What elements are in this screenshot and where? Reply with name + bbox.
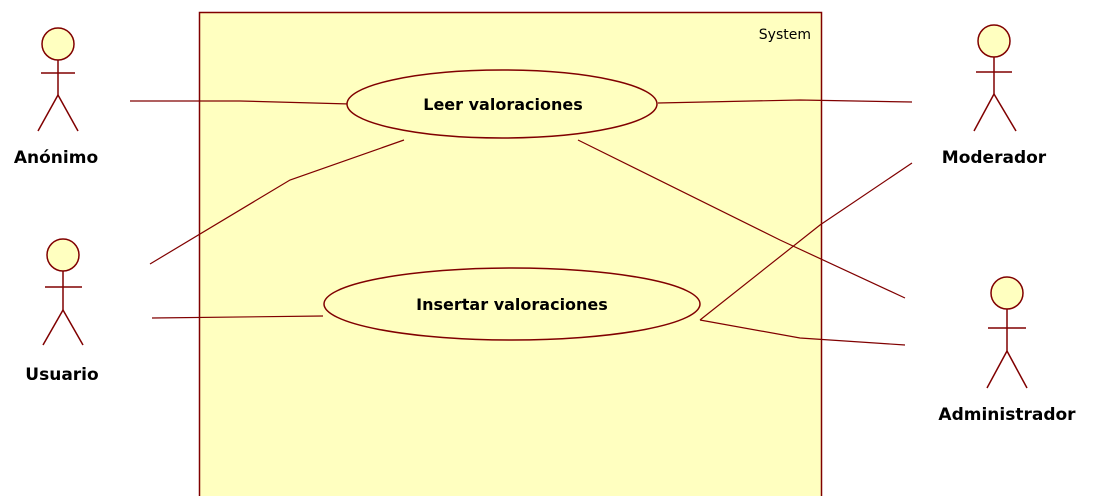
actor-label-moderador: Moderador bbox=[942, 148, 1047, 168]
use-case-label: Insertar valoraciones bbox=[416, 295, 608, 314]
actor-head bbox=[990, 276, 1024, 310]
actor-label-anonimo: Anónimo bbox=[14, 148, 98, 168]
use-case-leer-valoraciones[interactable]: Leer valoraciones bbox=[346, 69, 658, 139]
association-moderador-insertar[interactable] bbox=[699, 162, 913, 321]
use-case-insertar-valoraciones[interactable]: Insertar valoraciones bbox=[323, 267, 701, 341]
actor-head bbox=[41, 27, 75, 61]
association-anonimo-leer[interactable] bbox=[130, 100, 351, 105]
actor-usuario[interactable] bbox=[42, 238, 84, 346]
association-moderador-leer[interactable] bbox=[657, 99, 913, 104]
actor-moderador[interactable] bbox=[973, 24, 1017, 132]
use-case-label: Leer valoraciones bbox=[423, 95, 582, 114]
actor-head bbox=[977, 24, 1011, 58]
actor-head bbox=[46, 238, 80, 272]
actor-anonimo[interactable] bbox=[37, 27, 79, 132]
system-label: System bbox=[759, 27, 811, 43]
association-usuario-leer[interactable] bbox=[149, 139, 405, 265]
association-administrador-insertar[interactable] bbox=[699, 319, 906, 346]
actor-label-administrador: Administrador bbox=[938, 405, 1076, 425]
actor-label-usuario: Usuario bbox=[25, 365, 98, 385]
associations bbox=[130, 99, 913, 346]
actor-administrador[interactable] bbox=[986, 276, 1028, 389]
association-usuario-insertar[interactable] bbox=[151, 315, 324, 319]
association-administrador-leer[interactable] bbox=[577, 139, 906, 299]
